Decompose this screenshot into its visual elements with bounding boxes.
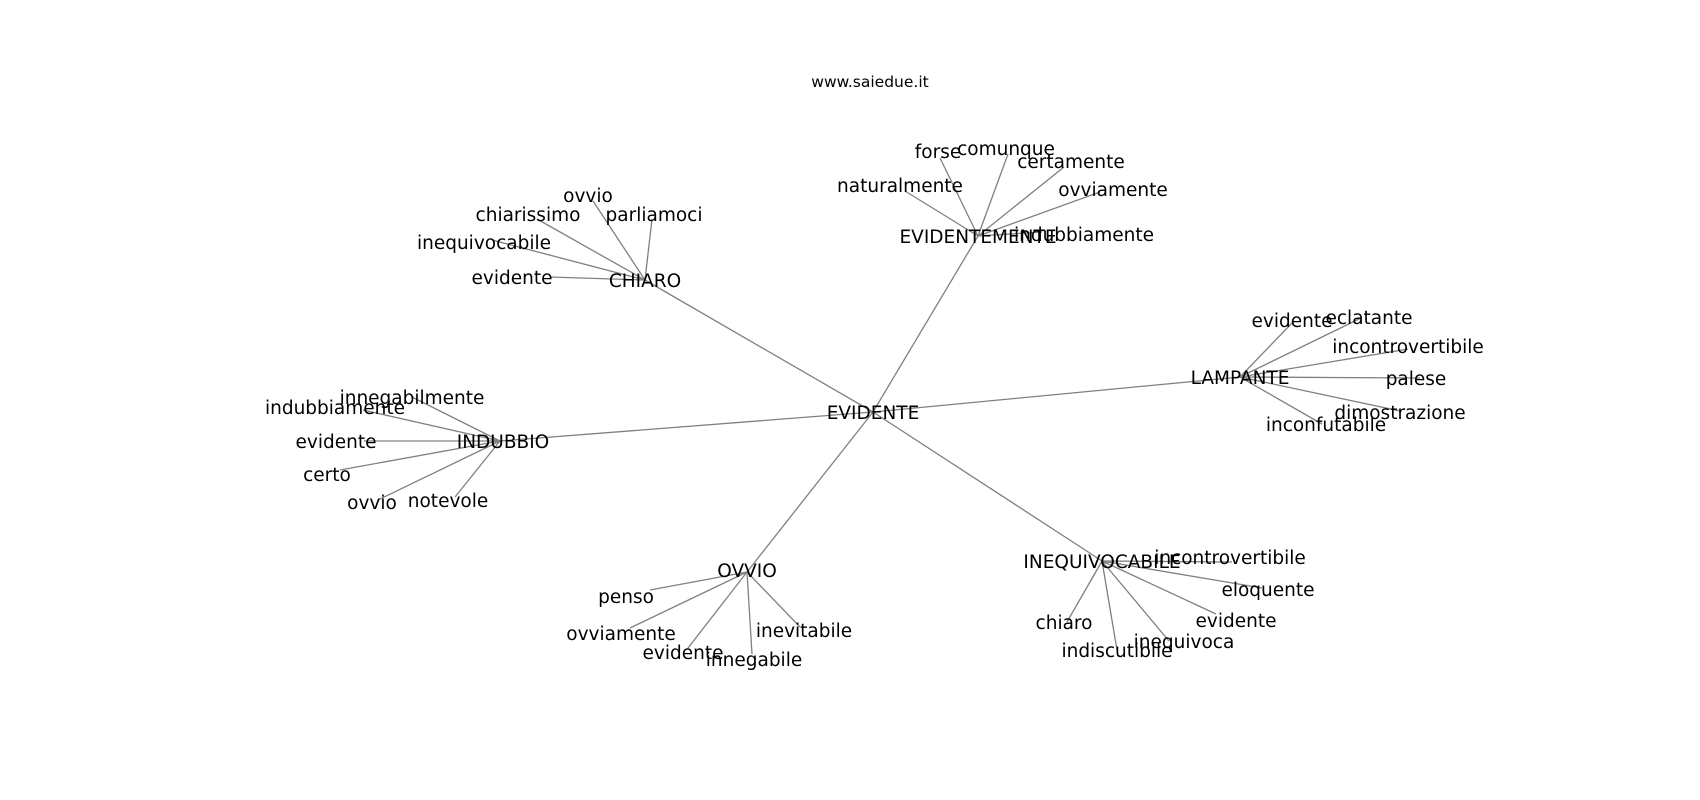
leaf-node-label: ovviamente bbox=[566, 624, 675, 645]
edge-hub-to-leaf bbox=[1101, 560, 1170, 642]
edge-hub-to-leaf bbox=[1066, 560, 1103, 623]
edge-hub-to-leaf bbox=[1101, 560, 1263, 589]
edge-hub-to-leaf bbox=[629, 571, 748, 629]
leaf-node-label: indubbiamente bbox=[1014, 225, 1154, 246]
edge-root-to-hub bbox=[746, 411, 874, 573]
leaf-node-label: eloquente bbox=[1221, 580, 1314, 601]
edge-hub-to-leaf bbox=[687, 571, 748, 649]
edge-hub-to-leaf bbox=[977, 153, 1009, 237]
leaf-node-label: innegabile bbox=[706, 650, 802, 671]
hub-node-label: CHIARO bbox=[609, 271, 681, 292]
leaf-node-label: evidente bbox=[296, 432, 377, 453]
leaf-node-label: naturalmente bbox=[837, 176, 963, 197]
leaf-node-label: inevitabile bbox=[756, 621, 852, 642]
edge-hub-to-leaf bbox=[1239, 317, 1362, 378]
leaf-node-label: evidente bbox=[643, 643, 724, 664]
leaf-node-label: parliamoci bbox=[606, 205, 703, 226]
graph-edges bbox=[339, 153, 1421, 655]
hub-node-label: OVVIO bbox=[717, 561, 777, 582]
leaf-node-label: inequivocabile bbox=[417, 233, 551, 254]
leaf-node-label: evidente bbox=[472, 268, 553, 289]
edge-hub-to-leaf bbox=[746, 571, 801, 628]
edge-hub-to-leaf bbox=[904, 190, 979, 237]
edge-hub-to-leaf bbox=[649, 571, 748, 591]
edge-hub-to-leaf bbox=[1239, 376, 1401, 412]
edge-hub-to-leaf bbox=[549, 276, 646, 281]
edge-hub-to-leaf bbox=[491, 239, 646, 281]
edge-root-to-hub bbox=[499, 411, 874, 442]
edge-hub-to-leaf bbox=[362, 409, 501, 442]
edge-hub-to-leaf bbox=[977, 231, 1043, 237]
leaf-node-label: dimostrazione bbox=[1334, 403, 1465, 424]
leaf-node-label: forse bbox=[915, 142, 961, 163]
edge-root-to-hub bbox=[644, 279, 874, 413]
leaf-node-label: ovvio bbox=[563, 186, 613, 207]
leaf-node-label: indiscutibile bbox=[1061, 641, 1172, 662]
root-node-label: EVIDENTE bbox=[827, 403, 920, 424]
hub-node-label: LAMPANTE bbox=[1191, 368, 1290, 389]
hub-node-label: INEQUIVOCABILE bbox=[1023, 552, 1180, 573]
edge-hub-to-leaf bbox=[377, 440, 501, 501]
leaf-node-label: eclatante bbox=[1326, 308, 1413, 329]
edge-hub-to-leaf bbox=[1239, 348, 1409, 378]
leaf-node-label: ovviamente bbox=[1058, 180, 1167, 201]
leaf-node-label: chiarissimo bbox=[476, 205, 581, 226]
leaf-node-label: innegabilmente bbox=[340, 388, 485, 409]
edge-hub-to-leaf bbox=[746, 571, 753, 655]
edge-hub-to-leaf bbox=[939, 157, 979, 237]
edge-hub-to-leaf bbox=[1101, 560, 1233, 563]
edge-hub-to-leaf bbox=[411, 396, 501, 442]
edge-hub-to-leaf bbox=[454, 440, 501, 498]
edge-hub-to-leaf bbox=[1239, 322, 1293, 378]
edge-hub-to-leaf bbox=[1101, 560, 1217, 615]
leaf-node-label: notevole bbox=[408, 491, 488, 512]
edge-root-to-hub bbox=[872, 376, 1241, 413]
leaf-node-label: comunque bbox=[957, 139, 1055, 160]
leaf-node-label: evidente bbox=[1252, 311, 1333, 332]
edge-hub-to-leaf bbox=[1239, 376, 1323, 425]
leaf-node-label: incontrovertibile bbox=[1332, 337, 1484, 358]
edge-hub-to-leaf bbox=[1101, 560, 1118, 651]
leaf-node-label: chiaro bbox=[1036, 613, 1093, 634]
leaf-node-label: evidente bbox=[1196, 611, 1277, 632]
edge-hub-to-leaf bbox=[536, 218, 646, 281]
leaf-node-label: incontrovertibile bbox=[1154, 548, 1306, 569]
hub-node-label: INDUBBIO bbox=[457, 432, 549, 453]
site-watermark: www.saiedue.it bbox=[811, 73, 928, 91]
edge-hub-to-leaf bbox=[644, 218, 653, 281]
edge-hub-to-leaf bbox=[977, 191, 1101, 237]
hub-node-label: EVIDENTEMENTE bbox=[899, 227, 1056, 248]
edge-hub-to-leaf bbox=[339, 440, 501, 471]
leaf-node-label: ovvio bbox=[347, 493, 397, 514]
leaf-node-label: palese bbox=[1386, 369, 1447, 390]
leaf-node-label: inequivoca bbox=[1134, 632, 1235, 653]
leaf-node-label: inconfutabile bbox=[1266, 415, 1386, 436]
edge-hub-to-leaf bbox=[977, 166, 1065, 237]
leaf-node-label: penso bbox=[598, 587, 654, 608]
edge-hub-to-leaf bbox=[592, 200, 646, 281]
edge-root-to-hub bbox=[872, 235, 979, 413]
leaf-node-label: certamente bbox=[1017, 152, 1125, 173]
edge-root-to-hub bbox=[872, 411, 1103, 562]
edge-hub-to-leaf bbox=[1239, 376, 1421, 379]
leaf-node-label: certo bbox=[303, 465, 351, 486]
leaf-node-label: indubbiamente bbox=[265, 398, 405, 419]
